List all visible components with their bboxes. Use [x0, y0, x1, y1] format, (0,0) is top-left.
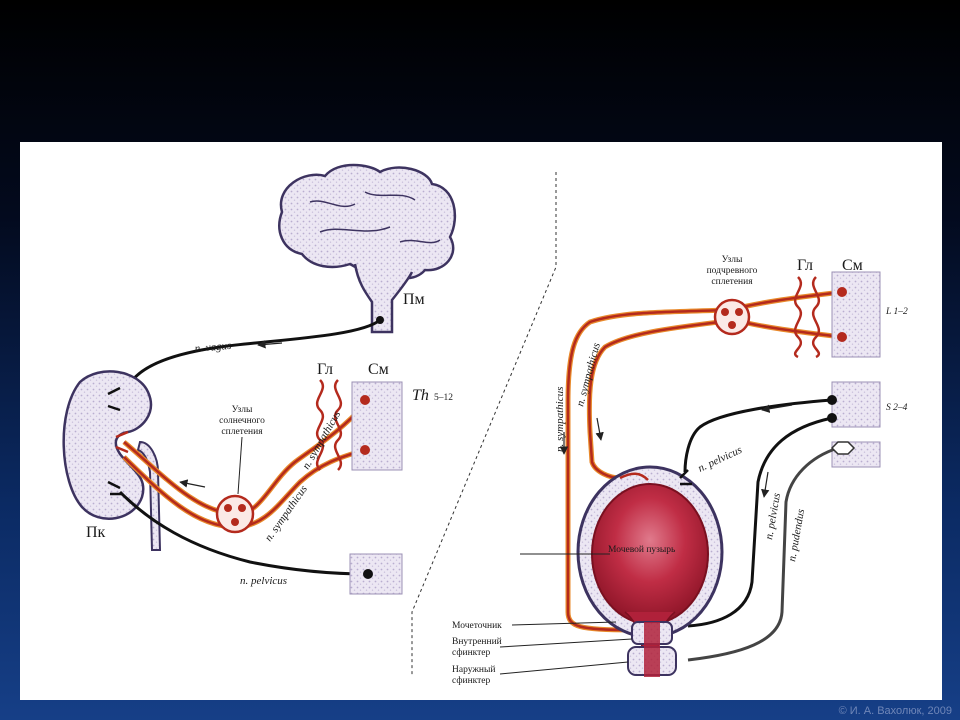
brain — [279, 165, 455, 332]
s-level-label: S 2–4 — [886, 403, 908, 413]
external-sphincter-label-1: Наружный — [452, 664, 495, 675]
pelvicus-left-label: n. pelvicus — [240, 575, 287, 587]
sympathetic-chain-right — [795, 277, 819, 357]
solar-plexus-pointer — [238, 437, 242, 494]
slide-panel: Пм n. vagus Пк Узлы солнечного сплетения… — [20, 142, 942, 700]
external-sphincter-label-2: сфинктер — [452, 675, 491, 686]
internal-sphincter-pointer — [500, 639, 632, 647]
ureter-pointer — [512, 622, 616, 625]
th-level-label: Th — [412, 387, 429, 404]
th-range-label: 5–12 — [434, 393, 453, 403]
arrow-icon — [180, 482, 205, 487]
spinal-segment-l — [832, 272, 880, 357]
pelvicus-right-side-label: n. pelvicus — [763, 492, 783, 540]
solar-plexus-label-1: Узлы — [232, 405, 253, 415]
pudendus-origin-icon — [832, 442, 854, 454]
internal-sphincter-label-1: Внутренний — [452, 636, 502, 647]
copyright-text: © И. А. Вахолюк, 2009 — [839, 705, 952, 717]
ureter-label: Мочеточник — [452, 621, 502, 631]
internal-sphincter-label-2: сфинктер — [452, 647, 491, 658]
bladder — [578, 467, 722, 647]
vagus-nerve — [128, 320, 380, 387]
sm-left-label: См — [368, 361, 389, 378]
hypogastric-label-3: сплетения — [711, 277, 753, 287]
spinal-segment-th — [352, 382, 402, 470]
gl-left-label: Гл — [317, 361, 333, 378]
innervation-diagram: Пм n. vagus Пк Узлы солнечного сплетения… — [20, 142, 942, 700]
pudendus-label: n. pudendus — [786, 508, 807, 562]
l-level-label: L 1–2 — [885, 307, 908, 317]
solar-plexus-ganglion — [217, 496, 253, 532]
spinal-segment-s — [832, 382, 880, 427]
kidney-label: Пк — [86, 524, 106, 541]
arrow-icon — [597, 418, 601, 440]
vagus-origin — [376, 316, 384, 324]
arrow-icon — [764, 472, 768, 497]
sm-right-label: См — [842, 257, 863, 274]
spinal-segment-sacral-left — [350, 554, 402, 594]
hypogastric-label-1: Узлы — [722, 255, 743, 265]
bladder-label: Мочевой пузырь — [608, 544, 676, 555]
solar-plexus-label-3: сплетения — [221, 427, 263, 437]
external-sphincter-pointer — [500, 662, 628, 674]
hypogastric-label-2: подчревного — [707, 266, 758, 276]
vagus-label: n. vagus — [194, 340, 232, 355]
solar-plexus-label-2: солнечного — [219, 416, 265, 426]
gl-right-label: Гл — [797, 257, 813, 274]
brain-label: Пм — [403, 291, 425, 308]
pelvicus-right-top-label: n. pelvicus — [696, 444, 744, 475]
